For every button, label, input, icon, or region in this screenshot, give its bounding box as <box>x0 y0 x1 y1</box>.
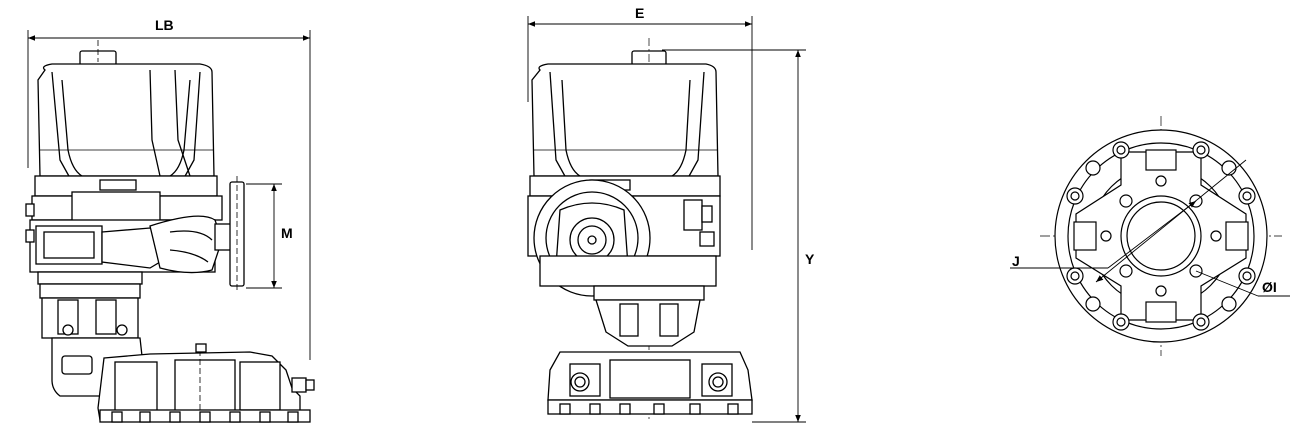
bottom-bolts-left <box>111 411 299 423</box>
front-bottom-bolts <box>559 403 739 415</box>
outer-bolt-holes <box>1066 141 1256 331</box>
front-view <box>527 38 753 420</box>
y-dimension <box>662 49 806 423</box>
lb-dimension <box>27 30 311 360</box>
e-dimension <box>527 16 753 250</box>
bottom-view-dims <box>1010 159 1290 297</box>
oi-label: ØI <box>1262 279 1277 295</box>
j-label: J <box>1012 253 1020 269</box>
bottom-view <box>1040 116 1282 356</box>
m-label: M <box>281 225 293 241</box>
y-label: Y <box>805 251 815 267</box>
lb-label: LB <box>155 17 174 33</box>
e-label: E <box>635 5 644 21</box>
m-dimension <box>246 183 282 289</box>
side-view <box>25 40 315 423</box>
